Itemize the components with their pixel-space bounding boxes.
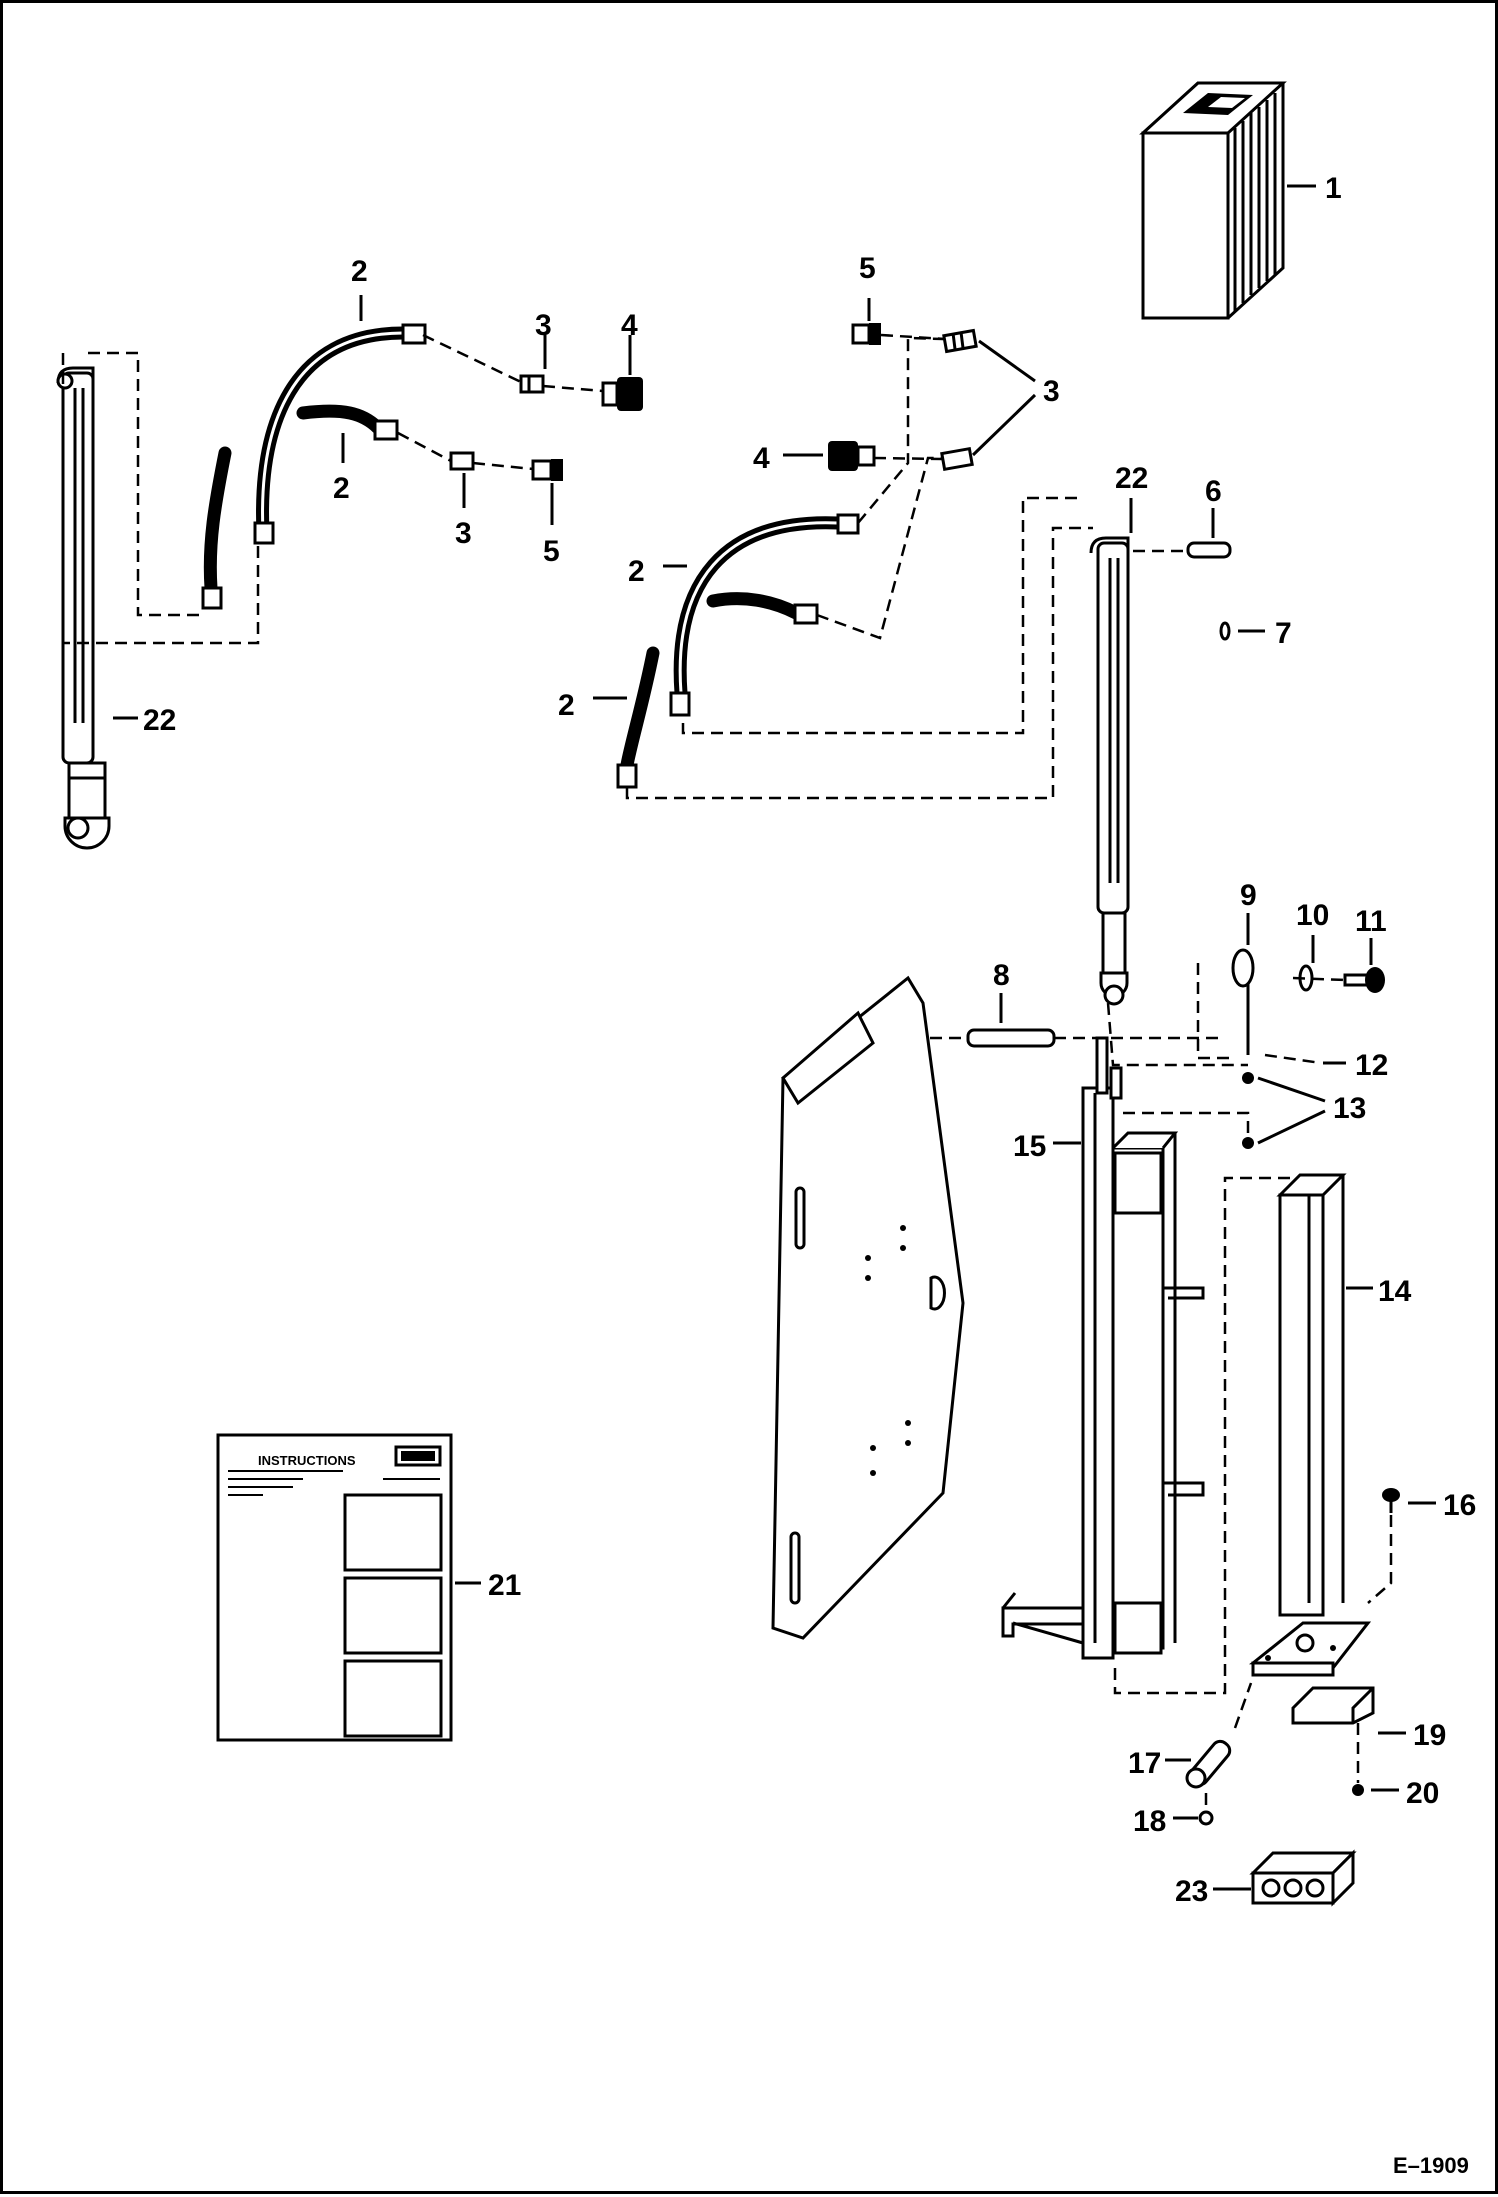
dashed-path-right-4	[873, 456, 944, 461]
mount-plate	[771, 975, 965, 1640]
callout-3-left-top: 3	[535, 309, 552, 342]
dashed-path-left-3	[422, 333, 524, 385]
dashed-path-left-1	[88, 351, 203, 617]
dashed-path-right-3	[816, 456, 943, 640]
dashed-path-13a	[1106, 1002, 1248, 1067]
part-3-elbow-right-bottom	[940, 446, 974, 472]
dashed-path-16	[1367, 1515, 1393, 1604]
callout-2-right-top: 2	[628, 555, 645, 588]
dashed-path-12	[1264, 1053, 1322, 1065]
callout-2-left-mid: 2	[333, 472, 350, 505]
dashed-path-left-6	[472, 461, 534, 471]
part-21-instruction-sheet: INSTRUCTIONS	[216, 1433, 453, 1742]
dashed-path-left-5	[397, 431, 452, 463]
part-16-bolt	[1382, 1488, 1400, 1513]
part-3-elbow-right-top	[942, 328, 978, 354]
callout-17: 17	[1128, 1747, 1161, 1780]
dashed-path-11	[1292, 976, 1346, 982]
callout-21: 21	[488, 1569, 521, 1602]
part-14-leg	[1249, 1173, 1372, 1677]
leader-13-top	[1257, 1076, 1326, 1103]
leader-3c-bottom	[971, 393, 1037, 457]
callout-3-right: 3	[1043, 375, 1060, 408]
part-1-box	[1139, 81, 1287, 320]
callout-2-right-bottom: 2	[558, 689, 575, 722]
dashed-path-9	[1196, 963, 1233, 1060]
dashed-path-15	[1113, 1176, 1303, 1695]
callout-19: 19	[1413, 1719, 1446, 1752]
callout-10: 10	[1296, 899, 1329, 932]
exploded-parts-drawing: INSTRUCTIONS 1 2 2 2 2 3 3 3 4 4 5 5 6 7…	[56, 81, 1476, 2178]
part-13-nut-bottom	[1242, 1137, 1254, 1149]
figure-id: E–1909	[1393, 2153, 1469, 2178]
part-4-adapter-left	[601, 377, 643, 411]
callout-6: 6	[1205, 475, 1222, 508]
dashed-path-13b	[1123, 1111, 1250, 1138]
dashed-path-right-1	[857, 336, 944, 524]
part-2-hose-right-long	[669, 513, 860, 717]
callout-2-left-top: 2	[351, 255, 368, 288]
part-11-bolt	[1343, 967, 1385, 993]
callout-4-right: 4	[753, 442, 770, 475]
callout-22-left: 22	[143, 704, 176, 737]
part-15-stand	[1001, 1036, 1205, 1660]
callout-15: 15	[1013, 1130, 1046, 1163]
part-18-clip	[1198, 1810, 1214, 1826]
dashed-path-right-2	[880, 333, 946, 341]
callout-5-right: 5	[859, 252, 876, 285]
part-7-clip	[1219, 621, 1231, 641]
callout-5-left: 5	[543, 535, 560, 568]
callout-16: 16	[1443, 1489, 1476, 1522]
dashed-path-17	[1233, 1682, 1253, 1729]
instruction-sheet-title: INSTRUCTIONS	[258, 1453, 356, 1468]
callout-8: 8	[993, 959, 1010, 992]
callout-23: 23	[1175, 1875, 1208, 1908]
part-3-elbow-left-top	[519, 374, 545, 394]
part-6-pin	[1186, 541, 1232, 559]
callout-4-left: 4	[621, 309, 638, 342]
part-22-cylinder-right	[1089, 536, 1130, 1006]
part-2-hose-left-short	[296, 404, 399, 441]
callout-7: 7	[1275, 617, 1292, 650]
part-19-bracket	[1291, 1686, 1375, 1725]
callout-11: 11	[1355, 905, 1387, 938]
callout-18: 18	[1133, 1805, 1166, 1838]
callout-12: 12	[1355, 1049, 1388, 1082]
part-20-nut	[1352, 1784, 1364, 1796]
part-5-plug-left	[531, 459, 563, 481]
callout-9: 9	[1240, 879, 1257, 912]
part-2-hose-left-long	[253, 323, 427, 545]
callout-22-right: 22	[1115, 462, 1148, 495]
callout-3-left-bottom: 3	[455, 517, 472, 550]
dashed-path-right-6	[625, 526, 1093, 800]
dashed-path-left-4	[542, 384, 604, 393]
part-22-cylinder-left	[56, 366, 111, 850]
dashed-path-left-2	[61, 353, 260, 645]
leader-3c-top	[978, 339, 1036, 383]
callout-13: 13	[1333, 1092, 1366, 1125]
callout-20: 20	[1406, 1777, 1439, 1810]
part-3-elbow-left-bottom	[449, 451, 475, 471]
part-2-hose-left-bottom	[201, 446, 232, 610]
callout-14: 14	[1378, 1275, 1412, 1308]
dashed-path-right-5	[681, 496, 1083, 735]
part-17-pin	[1185, 1739, 1232, 1789]
part-23-reflector	[1249, 1849, 1357, 1907]
part-2-hose-right-short	[706, 592, 819, 625]
part-2-hose-right-bottom	[616, 646, 660, 789]
leader-13-bottom	[1257, 1109, 1326, 1145]
part-9-lock-pin	[1231, 948, 1255, 1055]
part-5-plug-right	[851, 323, 881, 345]
callout-1: 1	[1325, 172, 1342, 205]
part-13-nut-top	[1242, 1072, 1254, 1084]
part-4-adapter-right	[828, 441, 876, 471]
